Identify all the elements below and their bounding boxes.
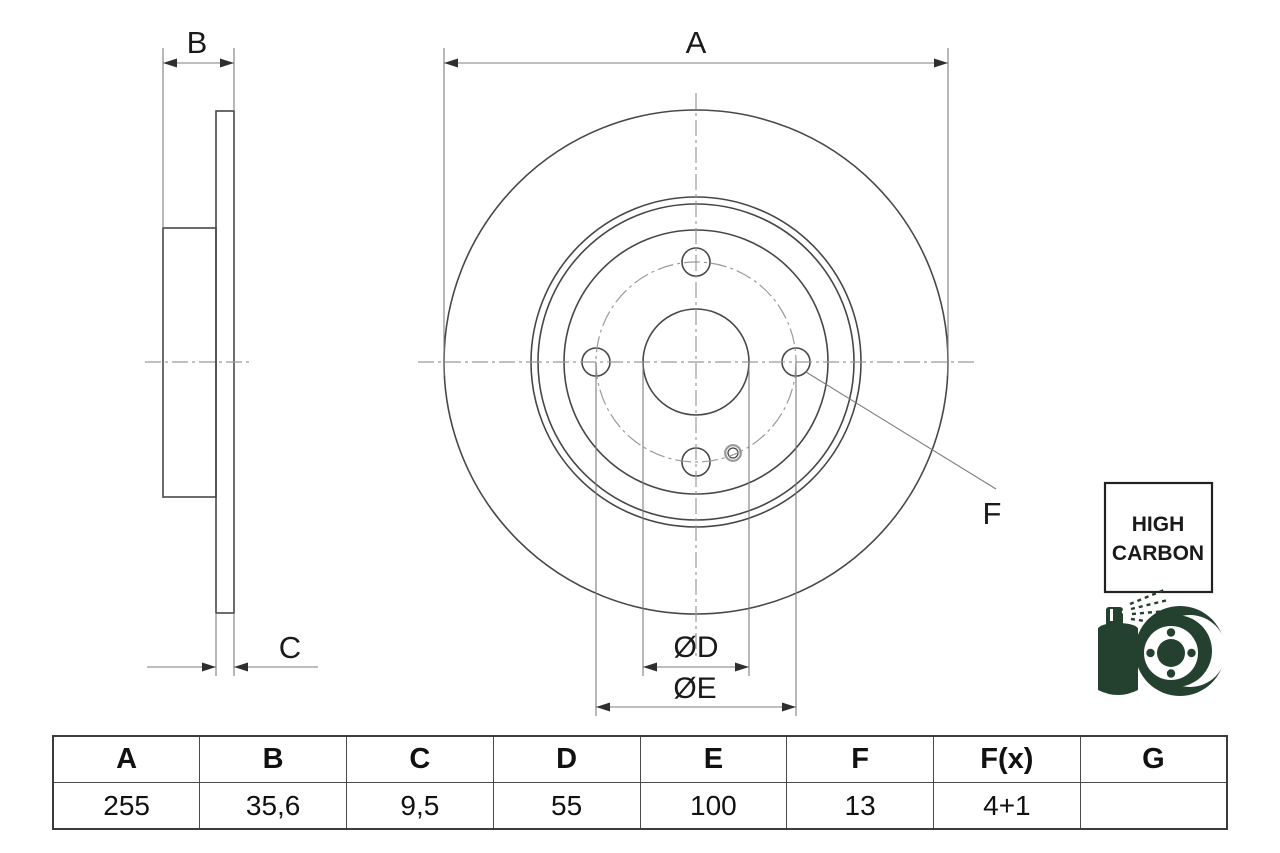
dim-d-arrow-right: [735, 662, 749, 672]
value-cell-c: 9,5: [346, 782, 494, 830]
table-header-row: A B C D E F F(x) G: [52, 735, 1228, 783]
header-cell-e: E: [639, 735, 788, 783]
dim-c-label: C: [279, 630, 301, 665]
dimension-a: [443, 48, 949, 376]
header-cell-g: G: [1079, 735, 1228, 783]
header-cell-a: A: [52, 735, 201, 783]
value-cell-a: 255: [52, 782, 201, 830]
dim-b-arrow-left: [163, 58, 177, 68]
dim-c-arrow-right: [234, 662, 248, 672]
header-cell-f: F: [786, 735, 934, 783]
dim-c-arrow-left: [202, 662, 216, 672]
high-carbon-line2: CARBON: [1112, 542, 1204, 565]
high-carbon-line1: HIGH: [1132, 513, 1185, 536]
spray-can-icon: [1098, 607, 1138, 695]
value-cell-g: [1079, 782, 1228, 830]
dim-e-arrow-right: [782, 702, 796, 712]
header-cell-d: D: [492, 735, 641, 783]
leader-f-label: F: [983, 496, 1002, 531]
dim-d-label: ØD: [674, 631, 719, 664]
value-cell-fx: 4+1: [933, 782, 1081, 830]
dim-e-arrow-left: [596, 702, 610, 712]
technical-drawing: B C: [145, 25, 1226, 716]
header-cell-fx: F(x): [933, 735, 1081, 783]
dimension-table: A B C D E F F(x) G 255 35,6 9,5 55 100 1…: [52, 735, 1228, 830]
header-cell-c: C: [346, 735, 494, 783]
dim-e-label: ØE: [673, 672, 716, 705]
dim-a-arrow-left: [444, 58, 458, 68]
value-cell-e: 100: [639, 782, 788, 830]
dim-b-label: B: [187, 25, 208, 60]
table-value-row: 255 35,6 9,5 55 100 13 4+1: [52, 782, 1228, 830]
leader-f-line: [805, 371, 997, 490]
dimension-b: [162, 48, 235, 228]
high-carbon-badge-frame: [1103, 481, 1214, 594]
value-cell-b: 35,6: [199, 782, 347, 830]
dim-b-arrow-right: [220, 58, 234, 68]
coated-disc-icon: [1098, 588, 1226, 696]
value-cell-d: 55: [492, 782, 641, 830]
dimension-d: [642, 362, 750, 676]
dimension-e: [595, 362, 797, 716]
dim-a-label: A: [686, 25, 707, 60]
header-cell-b: B: [199, 735, 347, 783]
high-carbon-badge: HIGH CARBON: [1103, 481, 1214, 594]
front-view-centerlines: [418, 93, 978, 658]
spray-mist: [1129, 588, 1169, 625]
dim-d-arrow-left: [643, 662, 657, 672]
value-cell-f: 13: [786, 782, 934, 830]
set-screw-hole-outer: [724, 444, 742, 462]
dim-a-arrow-right: [934, 58, 948, 68]
disc-icon: [1135, 606, 1226, 696]
